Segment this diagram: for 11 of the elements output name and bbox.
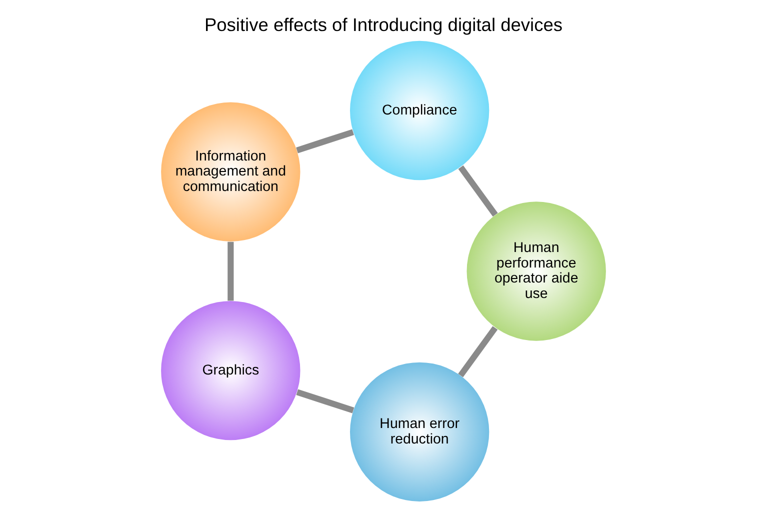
- diagram-title: Positive effects of Introducing digital devices: [204, 14, 563, 36]
- node-circle: Graphics: [161, 300, 300, 440]
- node-circle: Compliance: [350, 40, 490, 180]
- connector: [296, 389, 354, 414]
- node-circle: Information management and communication: [161, 102, 300, 242]
- node-circle: Human performance operator aide use: [466, 202, 606, 341]
- connector: [296, 129, 354, 154]
- connector: [458, 326, 498, 378]
- connector: [228, 242, 234, 301]
- connector: [458, 165, 498, 217]
- node-circle: Human error reduction: [350, 362, 490, 502]
